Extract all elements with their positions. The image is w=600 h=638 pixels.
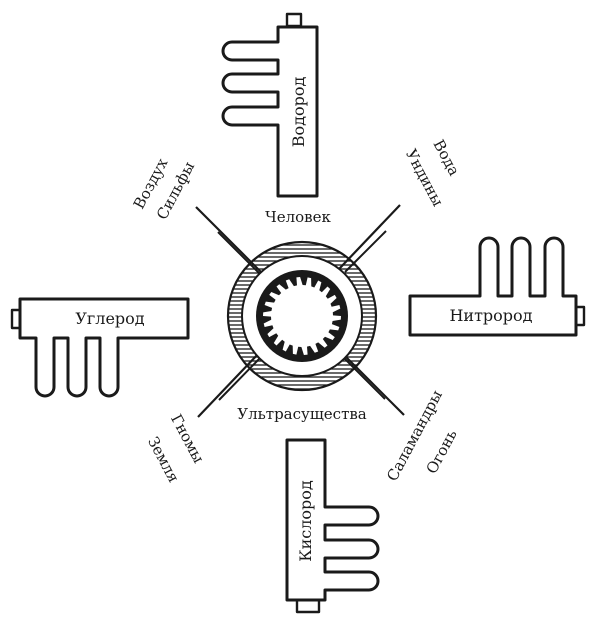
central-disc bbox=[217, 230, 387, 401]
spirit-lower-right: Саламандры Огонь bbox=[383, 387, 461, 484]
spirit-lower-left: Гномы Земля bbox=[144, 411, 208, 485]
spirit-lower-right-line2: Огонь bbox=[423, 427, 461, 477]
key-top-knob bbox=[285, 12, 303, 28]
spirit-lower-left-line2: Земля bbox=[144, 434, 183, 486]
diagonal-line-over-disc-sw bbox=[218, 357, 261, 401]
center-top-label: Человек bbox=[265, 208, 331, 226]
diagonal-line-over-disc-ne bbox=[344, 230, 387, 273]
spirit-upper-right-line1: Вода bbox=[429, 137, 463, 179]
spirit-upper-left: Воздух Сильфы bbox=[130, 155, 199, 223]
key-left-label: Углерод bbox=[75, 309, 144, 328]
key-left-body bbox=[18, 297, 190, 398]
outer-ring-border bbox=[226, 240, 378, 392]
diagonal-line-over-disc-nw bbox=[217, 231, 261, 275]
inner-gear bbox=[263, 277, 341, 355]
key-top-label: Водород bbox=[289, 77, 308, 148]
spirit-upper-right: Вода Ундины bbox=[402, 137, 463, 210]
key-left: Углерод bbox=[10, 297, 190, 398]
key-bottom: Кислород bbox=[285, 438, 380, 614]
center-bottom-label: Ультрасущества bbox=[237, 405, 367, 423]
diagonal-line-over-disc-se bbox=[343, 357, 386, 400]
key-right-body bbox=[408, 236, 578, 337]
key-top: Водород bbox=[221, 12, 319, 198]
key-right-label: Нитрород bbox=[449, 306, 532, 325]
key-bottom-body bbox=[285, 438, 380, 602]
key-bottom-label: Кислород bbox=[296, 480, 315, 562]
key-right: Нитрород bbox=[408, 236, 586, 337]
key-top-body bbox=[221, 25, 319, 198]
key-bottom-knob bbox=[295, 598, 321, 614]
